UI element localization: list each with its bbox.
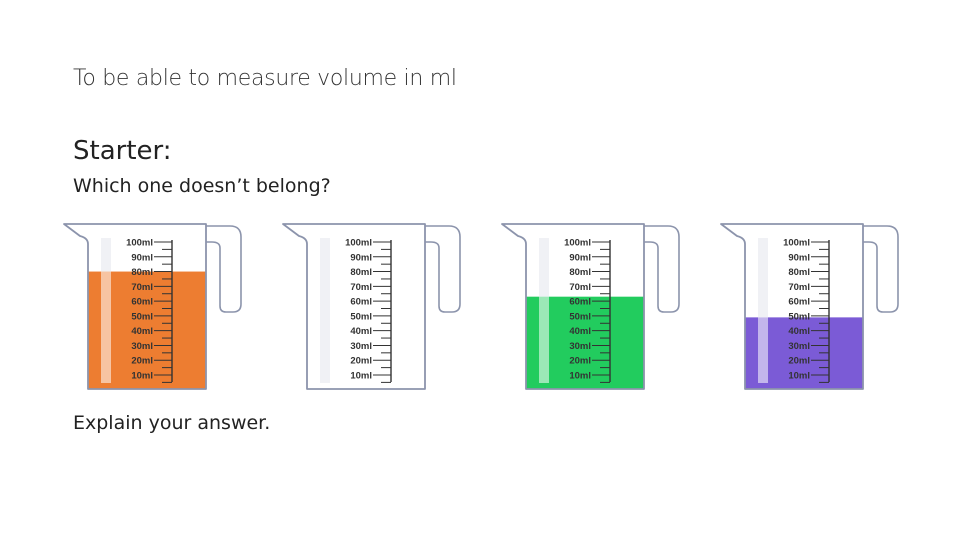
scale-label: 90ml xyxy=(788,252,810,263)
scale-label: 100ml xyxy=(564,238,591,249)
glass-highlight xyxy=(101,271,111,383)
scale-label: 10ml xyxy=(350,371,372,382)
scale-label: 90ml xyxy=(569,252,591,263)
jug-outline xyxy=(501,223,645,390)
measuring-jug-2: 100ml 90ml 80ml 70ml 60ml 50ml 40ml 30ml 20ml 10m… xyxy=(279,218,469,398)
measuring-jug-4: 100ml 90ml 80ml 70ml 60ml 50ml 40ml 30ml 20ml 10m… xyxy=(717,218,907,398)
glass-highlight xyxy=(758,238,768,318)
scale-label: 40ml xyxy=(131,326,153,337)
learning-objective: To be able to measure volume in ml xyxy=(73,66,457,91)
jug-empty: 100ml 90ml 80ml 70ml 60ml 50ml 40ml 30ml 20ml 10m… xyxy=(282,223,461,390)
scale-label: 50ml xyxy=(131,311,153,322)
scale-label: 50ml xyxy=(569,311,591,322)
scale-label: 30ml xyxy=(569,341,591,352)
scale-label: 40ml xyxy=(350,326,372,337)
scale-label: 20ml xyxy=(569,356,591,367)
jug-handle xyxy=(644,225,680,313)
scale-label: 10ml xyxy=(569,371,591,382)
scale-label: 70ml xyxy=(788,282,810,293)
scale-label: 20ml xyxy=(788,356,810,367)
starter-question: Which one doesn’t belong? xyxy=(73,175,331,197)
measuring-jug-1: 100ml 90ml 80ml 70ml 60ml 50ml 40ml 30ml 20ml 10m… xyxy=(60,218,250,398)
scale-label: 60ml xyxy=(350,297,372,308)
explain-prompt: Explain your answer. xyxy=(73,412,271,434)
jug-outline xyxy=(282,223,426,390)
scale-label: 80ml xyxy=(350,267,372,278)
scale-label: 90ml xyxy=(350,252,372,263)
scale-label: 70ml xyxy=(131,282,153,293)
scale-label: 10ml xyxy=(788,371,810,382)
scale-label: 50ml xyxy=(350,311,372,322)
glass-highlight xyxy=(758,317,768,383)
measuring-jug-3: 100ml 90ml 80ml 70ml 60ml 50ml 40ml 30ml 20ml 10m… xyxy=(498,218,688,398)
scale-label: 20ml xyxy=(131,356,153,367)
glass-highlight xyxy=(539,238,549,297)
scale-label: 60ml xyxy=(788,297,810,308)
scale-label: 20ml xyxy=(350,356,372,367)
jug-handle xyxy=(863,225,899,313)
jug-outline xyxy=(63,223,207,390)
scale-label: 70ml xyxy=(569,282,591,293)
scale-label: 70ml xyxy=(350,282,372,293)
scale-label: 60ml xyxy=(131,297,153,308)
scale-label: 100ml xyxy=(345,238,372,249)
scale-label: 80ml xyxy=(569,267,591,278)
scale-label: 80ml xyxy=(788,267,810,278)
scale-label: 30ml xyxy=(350,341,372,352)
jug-purple: 100ml 90ml 80ml 70ml 60ml 50ml 40ml 30ml 20ml 10m… xyxy=(720,223,899,390)
scale-label: 100ml xyxy=(783,238,810,249)
glass-highlight xyxy=(539,296,549,383)
glass-highlight xyxy=(101,238,111,272)
scale-label: 30ml xyxy=(788,341,810,352)
scale-label: 50ml xyxy=(788,311,810,322)
starter-heading: Starter: xyxy=(73,136,172,166)
jug-handle xyxy=(425,225,461,313)
scale-label: 30ml xyxy=(131,341,153,352)
scale-label: 10ml xyxy=(131,371,153,382)
jug-green: 100ml 90ml 80ml 70ml 60ml 50ml 40ml 30ml 20ml 10m… xyxy=(501,223,680,390)
jug-handle xyxy=(206,225,242,313)
jug-outline xyxy=(720,223,864,390)
jug-orange: 100ml 90ml 80ml 70ml 60ml 50ml 40ml 30ml 20ml 10m… xyxy=(63,223,242,390)
scale-label: 100ml xyxy=(126,238,153,249)
scale-label: 90ml xyxy=(131,252,153,263)
glass-highlight xyxy=(320,238,330,383)
scale-label: 40ml xyxy=(569,326,591,337)
scale-label: 80ml xyxy=(131,267,153,278)
scale-label: 40ml xyxy=(788,326,810,337)
scale-label: 60ml xyxy=(569,297,591,308)
